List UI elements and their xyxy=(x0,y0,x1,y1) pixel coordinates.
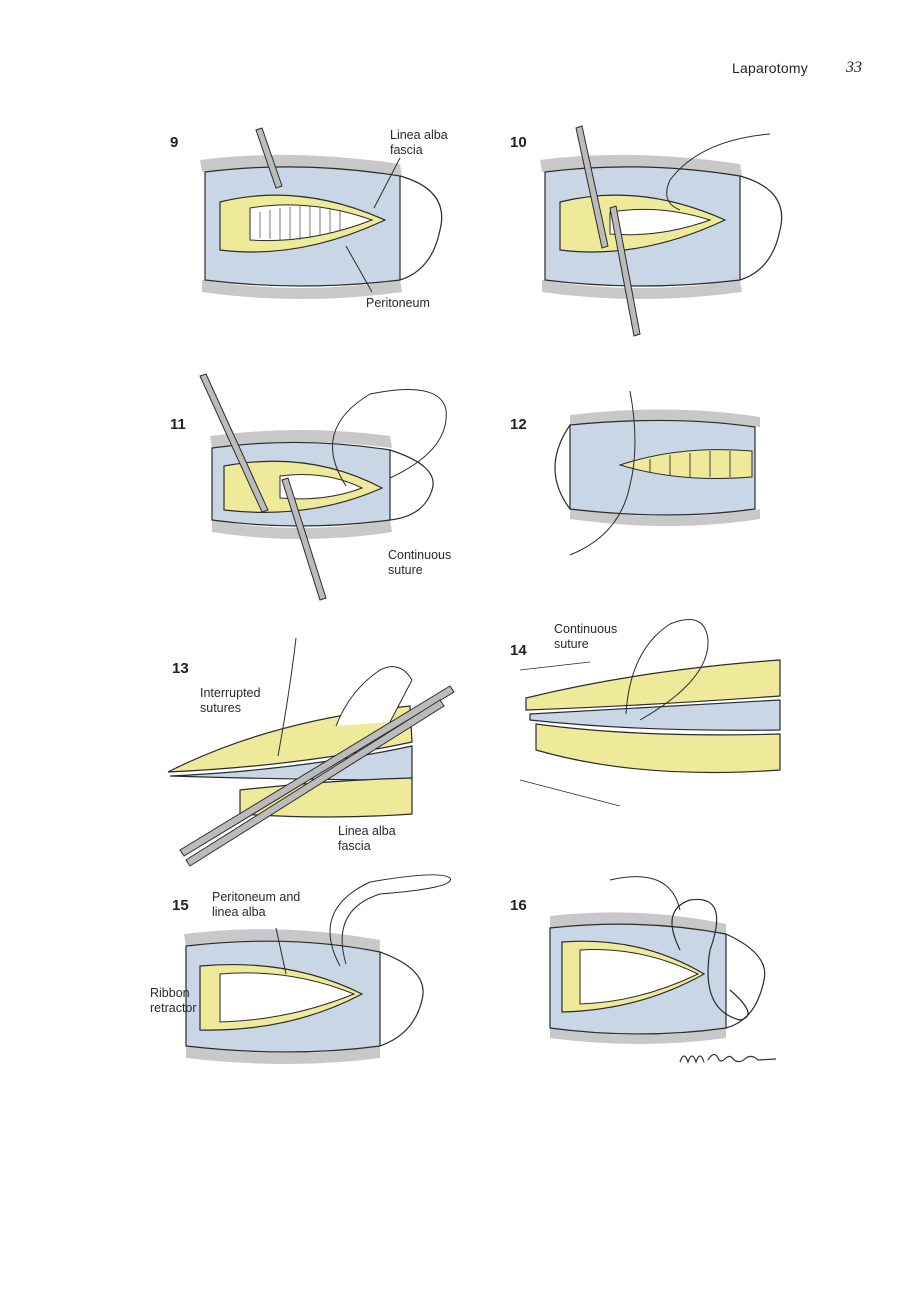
callout-label: Continuous suture xyxy=(554,622,618,651)
figure-14: 14 Continuous suture xyxy=(490,610,800,810)
callout-label: Interrupted sutures xyxy=(200,686,261,715)
figure-number: 12 xyxy=(510,416,527,433)
callout-label: Linea alba fascia xyxy=(390,128,448,157)
figure-13: 13 Interrupted sutures Linea alba fascia xyxy=(150,630,460,870)
page-number: 33 xyxy=(846,59,862,76)
figure-16: 16 xyxy=(490,870,810,1060)
figure-number: 15 xyxy=(172,897,189,914)
figure-number: 14 xyxy=(510,642,527,659)
running-head: Laparotomy 33 xyxy=(0,58,921,82)
figure-number: 11 xyxy=(170,416,186,433)
incision-illustration xyxy=(540,125,783,337)
figure-10: 10 xyxy=(490,120,810,340)
callout-label: Linea alba fascia xyxy=(338,824,396,853)
artist-signature xyxy=(679,1053,777,1064)
callout-label: Continuous suture xyxy=(388,548,452,577)
incision-illustration xyxy=(200,127,443,299)
incision-illustration xyxy=(549,876,766,1044)
callout-label: Peritoneum xyxy=(366,296,430,310)
figure-number: 10 xyxy=(510,134,527,151)
incision-illustration xyxy=(199,373,447,601)
figure-15: 15 Peritoneum and linea alba Ribbon retr… xyxy=(140,870,470,1075)
incision-illustration xyxy=(184,874,451,1064)
incision-illustration xyxy=(519,619,781,807)
callout-label: Peritoneum and linea alba xyxy=(212,890,301,919)
figure-12: 12 xyxy=(490,385,810,565)
figure-number: 9 xyxy=(170,134,179,151)
figure-11: 11 Continuous suture xyxy=(150,370,480,605)
figure-number: 16 xyxy=(510,897,527,914)
callout-label: Ribbon retractor xyxy=(150,986,197,1015)
incision-illustration xyxy=(554,390,760,556)
running-title: Laparotomy xyxy=(732,60,808,76)
figure-9: 9 Linea alba fascia Peritoneum xyxy=(150,120,470,340)
figure-number: 13 xyxy=(172,660,189,677)
incision-illustration xyxy=(167,637,455,867)
